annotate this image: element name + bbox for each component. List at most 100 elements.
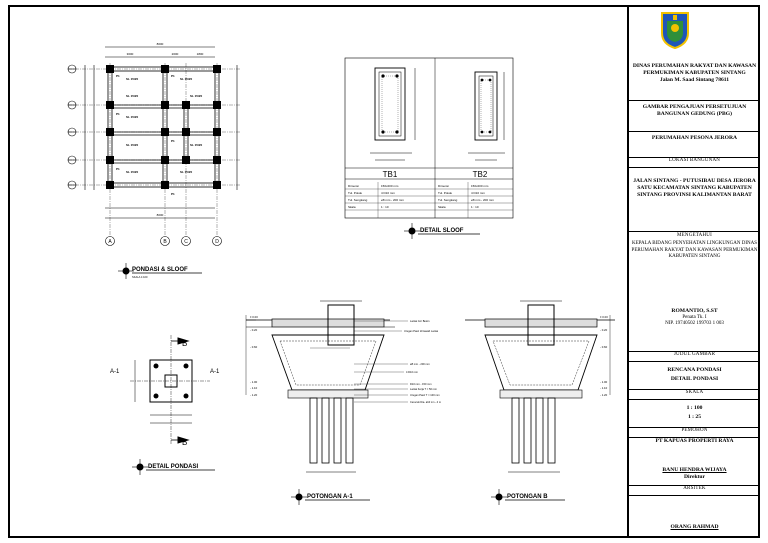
architect-label: ARSITEK [683, 486, 706, 491]
owner-section: PT KAPUAS PROPERTI RAYA BANU HENDRA WIJA… [629, 438, 760, 486]
approver-nip: NIP. 19740502 199703 1 003 [665, 321, 724, 327]
pile-label: P1 [116, 167, 120, 171]
scale-value: 1 : 25 [687, 413, 702, 420]
plan-scale: SKALA 1:100 [132, 275, 148, 279]
section-note: Lantai Kerja T = 50 mm [410, 387, 437, 391]
beam-detail-table: TB1 TB2 Dimensi 150x200 mm Tul. Pokok 4 … [344, 57, 514, 219]
agency-section: DINAS PERUMAHAN RAKYAT DAN KAWASAN PERMU… [629, 61, 760, 101]
drawing-title-label: JUDUL GAMBAR [673, 352, 716, 357]
level-label: - 1.20 [600, 393, 608, 397]
level-label: - 0.20 [250, 328, 258, 332]
scale-section: 1 : 100 1 : 25 [629, 400, 760, 428]
tb1-row-label: Tul. Sengkang [348, 198, 368, 202]
tb2-row-value: 1 : 10 [471, 205, 479, 209]
tb2-row-label: Tul. Pokok [438, 191, 453, 195]
level-label: - 1.20 [250, 393, 258, 397]
beam-label: SL 15/20 [126, 170, 138, 174]
tb2-title: TB2 [473, 170, 488, 179]
sloof-detail-title-block: DETAIL SLOOF [404, 223, 480, 239]
section-note: Lantai Cor Beton [410, 319, 430, 323]
level-label: - 0.60 [250, 345, 258, 349]
drawing-area: 8000 3000 2000 1800 8000 [67, 42, 615, 505]
beam-label: SL 15/20 [126, 143, 138, 147]
level-label: - 1.10 [600, 386, 608, 390]
tb2-row-label: Skala [438, 205, 446, 209]
approver-title: KEPALA BIDANG PENYEHATAN LINGKUNGAN DINA… [631, 241, 758, 259]
level-label: ± 0.00 [600, 315, 608, 319]
drawing-subtitle: DETAIL PONDASI [670, 375, 719, 382]
pile-label: P1 [116, 112, 120, 116]
section-b-title: POTONGAN B [507, 494, 548, 500]
foundation-plan: 8000 3000 2000 1800 8000 [67, 42, 240, 246]
section-note: ø8 mm - 200 mm [410, 362, 430, 366]
beam-label: SL 15/20 [190, 94, 202, 98]
section-marker-b: B [182, 438, 187, 447]
section-marker-a: A-1 [110, 369, 120, 375]
tb1-title: TB1 [383, 170, 398, 179]
approver-name: ROMANTIO, S.ST [671, 308, 718, 314]
scale-value: 1 : 100 [686, 405, 703, 411]
architect-section: ORANG RAHMAD [629, 496, 760, 536]
tb2-row-value: 4 D10 mm [471, 191, 485, 195]
foundation-detail-plan [130, 335, 210, 445]
beam-label: SL 15/20 [126, 94, 138, 98]
location-section: JALAN SINTANG - PUTUSIBAU DESA JERORA SA… [629, 168, 760, 232]
pile-label: P1 [171, 74, 175, 78]
level-label: - 1.00 [600, 380, 608, 384]
section-note: Urugan Pasir di bawah Lantai [404, 329, 438, 333]
owner-label: PEMOHON [681, 428, 708, 433]
tb2-row-value: 150x200 mm [471, 184, 489, 188]
section-note: Urugan Pasir T = 100 mm [410, 393, 440, 397]
kabupaten-logo-icon [661, 12, 689, 49]
svg-text:2000: 2000 [172, 52, 179, 56]
section-b [465, 300, 615, 473]
drawing-type-section: GAMBAR PENGAJUAN PERSETUJUAN BANGUNAN GE… [629, 101, 760, 132]
drawing-title-label-section: JUDUL GAMBAR [629, 352, 760, 362]
section-note: D10 mm - 150 mm [410, 382, 431, 386]
section-a-title-block: POTONGAN A-1 [291, 489, 370, 505]
agency-address: Jalan M. Saad Sintang 78611 [659, 76, 730, 83]
level-label: - 0.60 [600, 345, 608, 349]
tb1-row-value: 1 : 10 [381, 205, 389, 209]
tb1-row-label: Skala [348, 205, 356, 209]
svg-text:8000: 8000 [157, 213, 164, 217]
architect-label-section: ARSITEK [629, 486, 760, 496]
section-b-title-block: POTONGAN B [491, 489, 565, 505]
project-section: PERUMAHAN PESONA JERORA [629, 132, 760, 158]
beam-label: SL 15/20 [190, 143, 202, 147]
drawing-type: GAMBAR PENGAJUAN PERSETUJUAN BANGUNAN GE… [642, 104, 747, 117]
tb1-row-value: 4 D10 mm [381, 191, 395, 195]
plan-title-block: PONDASI & SLOOF SKALA 1:100 [118, 263, 202, 279]
tb2-row-label: Tul. Sengkang [438, 198, 458, 202]
tb1-row-value: ø8 mm - 200 mm [381, 198, 404, 202]
svg-text:1800: 1800 [197, 52, 204, 56]
grid-label-d: D [215, 239, 219, 245]
owner-company: PT KAPUAS PROPERTI RAYA [655, 438, 734, 444]
scale-label-section: SKALA [629, 390, 760, 400]
title-block: DINAS PERUMAHAN RAKYAT DAN KAWASAN PERMU… [627, 5, 760, 538]
beam-label: SL 15/20 [126, 77, 138, 81]
drawing-title: RENCANA PONDASI [667, 367, 722, 373]
location-label: LOKASI BANGUNAN [668, 158, 721, 163]
location-label-section: LOKASI BANGUNAN [629, 158, 760, 168]
pile-label: P1 [171, 192, 175, 196]
level-label: - 0.20 [600, 328, 608, 332]
section-marker-a: A-1 [210, 369, 220, 375]
agency-name: DINAS PERUMAHAN RAKYAT DAN KAWASAN PERMU… [632, 63, 757, 76]
owner-label-section: PEMOHON [629, 428, 760, 438]
tb2-row-value: ø8 mm - 200 mm [471, 198, 494, 202]
section-note: 4 D10 mm [406, 370, 418, 374]
svg-text:3000: 3000 [127, 52, 134, 56]
level-label: - 1.10 [250, 386, 258, 390]
level-label: - 1.00 [250, 380, 258, 384]
tb1-row-label: Dimensi [348, 184, 359, 188]
foundation-detail-title-block: DETAIL PONDASI [132, 459, 215, 475]
approver-rank: Penata Tk. I [682, 314, 707, 320]
pile-label: P1 [116, 74, 120, 78]
section-note: Cerucuk Dia. ø10 cm - 4 m [410, 400, 441, 404]
grid-label-b: B [163, 239, 167, 245]
location-text: JALAN SINTANG - PUTUSIBAU DESA JERORA SA… [633, 178, 756, 198]
approver-label: MENGETAHUI [677, 233, 712, 238]
tb2-row-label: Dimensi [438, 184, 449, 188]
approver-section: MENGETAHUI KEPALA BIDANG PENYEHATAN LING… [629, 232, 760, 352]
